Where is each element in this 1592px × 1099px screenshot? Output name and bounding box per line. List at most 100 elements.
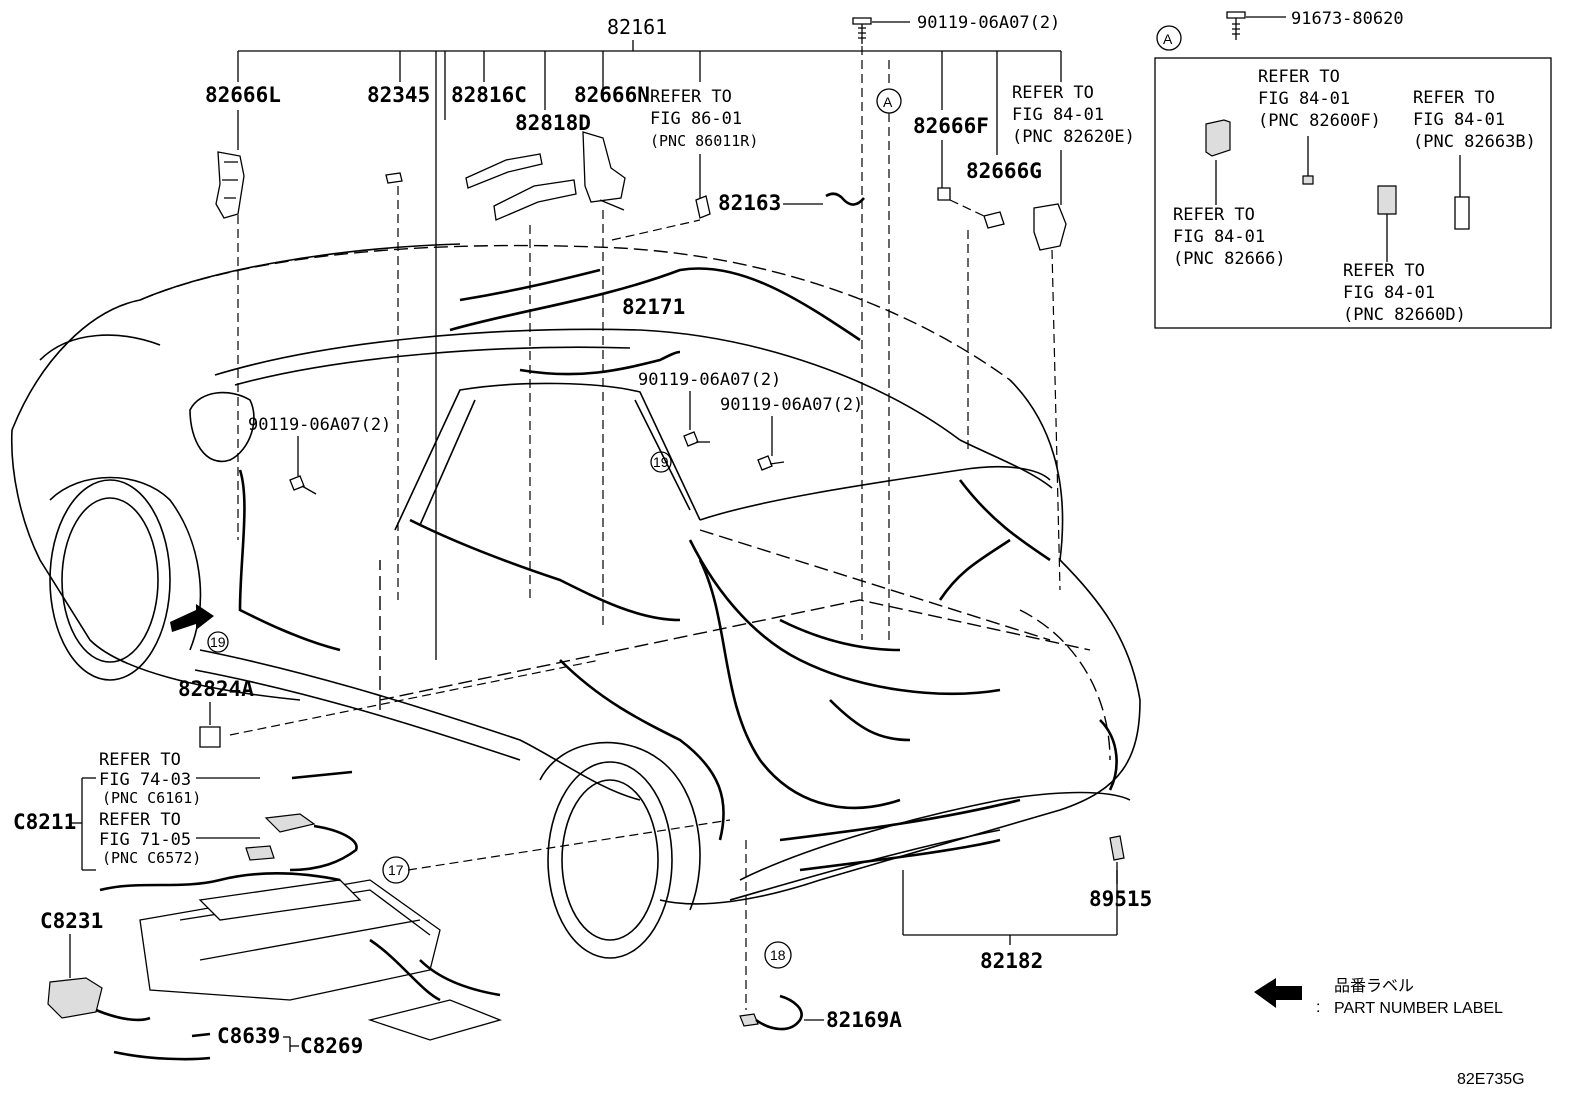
screw-91673-label: 91673-80620 xyxy=(1291,9,1404,29)
legend-colon: : xyxy=(1316,999,1320,1016)
bracket-82620e-icon xyxy=(1033,203,1067,251)
part-82666g-label: 82666G xyxy=(966,159,1042,183)
part-label-arrow-icon xyxy=(170,604,214,632)
bolt-90119-c-label: 90119-06A07(2) xyxy=(720,395,863,415)
wire-harness-82161 xyxy=(238,267,1118,872)
callout-19a-label: 19 xyxy=(653,454,669,470)
part-c8231-label: C8231 xyxy=(40,909,103,933)
connector-block-icon xyxy=(1377,185,1397,215)
legend-arrow-icon xyxy=(1254,978,1302,1008)
inset-ref-82666-line3: (PNC 82666) xyxy=(1173,249,1286,269)
screw-icon xyxy=(1226,11,1246,40)
vehicle-body-outline xyxy=(10,243,1141,959)
inset-ref-82600f-line2: FIG 84-01 xyxy=(1258,89,1350,109)
bolt-icon xyxy=(289,475,317,495)
callout-18-circle xyxy=(764,941,792,969)
clip-82824a-icon xyxy=(199,726,221,748)
harness-82163-icon xyxy=(825,192,865,206)
inset-panel: A 91673-80620 REFER TO FIG 84-01 (PNC 82… xyxy=(1154,9,1552,329)
figure-code-label: 82E735G xyxy=(1457,1071,1525,1088)
connector-c6572-icon xyxy=(245,845,275,861)
callout-17-circle xyxy=(382,856,410,884)
bolt-90119-a-label: 90119-06A07(2) xyxy=(248,415,391,435)
inset-ref-82666-line2: FIG 84-01 xyxy=(1173,227,1265,247)
blank-plate-icon xyxy=(1454,196,1470,230)
part-c8211-label: C8211 xyxy=(13,810,76,834)
inset-ref-82663b-line3: (PNC 82663B) xyxy=(1413,132,1536,152)
cable-c6572-icon xyxy=(289,824,358,872)
cable-c8639-icon xyxy=(191,1032,211,1038)
relay-block-icon xyxy=(1205,119,1231,157)
ref-86-01-line2: FIG 86-01 xyxy=(650,109,742,129)
bolt-90119-top-label: 90119-06A07(2) xyxy=(917,13,1060,33)
ref-71-05-line1: REFER TO xyxy=(99,810,181,830)
part-c8269-label: C8269 xyxy=(300,1034,363,1058)
callout-18-label: 18 xyxy=(770,947,786,963)
part-82169a-label: 82169A xyxy=(826,1008,902,1032)
inset-ref-82600f-line3: (PNC 82600F) xyxy=(1258,111,1381,131)
leader-dashes xyxy=(229,186,1061,1010)
underfloor-harness-assembly-icon xyxy=(99,871,503,1041)
clip-86011r-icon xyxy=(695,195,711,219)
ref-74-03-line1: REFER TO xyxy=(99,750,181,770)
inset-ref-82660d-line1: REFER TO xyxy=(1343,261,1425,281)
ref-71-05-line3: (PNC C6572) xyxy=(102,849,201,867)
part-c8639-label: C8639 xyxy=(217,1024,280,1048)
bolt-icon xyxy=(852,17,872,44)
connector-82169a-icon xyxy=(739,1013,759,1027)
cable-c8269-icon xyxy=(113,1050,211,1061)
part-82182-label: 82182 xyxy=(980,949,1043,973)
inset-marker-label: A xyxy=(1163,31,1173,47)
bracket-82818d-icon xyxy=(493,179,577,221)
clip-82345-icon xyxy=(385,172,403,184)
legend-japanese-label: 品番ラベル xyxy=(1334,977,1414,995)
clip-89515-icon xyxy=(1109,835,1125,861)
sensor-c6572-icon xyxy=(264,813,316,833)
part-82161-label: 82161 xyxy=(607,15,667,39)
bolt-90119-b-label: 90119-06A07(2) xyxy=(638,370,781,390)
bracket-82666l-icon xyxy=(215,151,245,219)
ref-74-03-line3: (PNC C6161) xyxy=(102,789,201,807)
part-82824a-label: 82824A xyxy=(178,677,254,701)
part-82816c-label: 82816C xyxy=(451,83,527,107)
ref-84-01-82620e-line1: REFER TO xyxy=(1012,83,1094,103)
clip-82666g-icon xyxy=(983,211,1005,229)
part-82666f-label: 82666F xyxy=(913,114,989,138)
ref-84-01-82620e-line3: (PNC 82620E) xyxy=(1012,127,1135,147)
callout-19-circle xyxy=(207,631,229,653)
inset-ref-82660d-line2: FIG 84-01 xyxy=(1343,283,1435,303)
cable-82169a-icon xyxy=(755,994,803,1031)
marker-a-label: A xyxy=(883,94,893,110)
inset-ref-82663b-line1: REFER TO xyxy=(1413,88,1495,108)
ref-84-01-82620e-line2: FIG 84-01 xyxy=(1012,105,1104,125)
inset-ref-82666-line1: REFER TO xyxy=(1173,205,1255,225)
part-82163-label: 82163 xyxy=(718,191,781,215)
small-clip-icon xyxy=(1302,175,1314,185)
inset-ref-82660d-line3: (PNC 82660D) xyxy=(1343,305,1466,325)
ref-74-03-line2: FIG 74-03 xyxy=(99,770,191,790)
connector-82666n-icon xyxy=(582,131,626,211)
part-89515-label: 89515 xyxy=(1089,887,1152,911)
ref-86-01-line3: (PNC 86011R) xyxy=(650,132,758,150)
part-82818d-label: 82818D xyxy=(515,111,591,135)
cable-c8231-icon xyxy=(95,1008,151,1022)
ref-86-01-line1: REFER TO xyxy=(650,87,732,107)
bracket-82816c-icon xyxy=(465,153,543,189)
bolt-icon xyxy=(757,455,785,471)
clip-82666f-icon xyxy=(937,187,951,201)
part-82345-label: 82345 xyxy=(367,83,430,107)
inset-ref-82600f-line1: REFER TO xyxy=(1258,67,1340,87)
part-82666n-label: 82666N xyxy=(574,83,650,107)
bolt-icon xyxy=(683,431,710,447)
bracket-82161 xyxy=(237,40,1062,660)
inset-ref-82663b-line2: FIG 84-01 xyxy=(1413,110,1505,130)
callout-19b-label: 19 xyxy=(210,634,226,650)
callout-19-circle xyxy=(650,451,672,473)
sensor-c8231-icon xyxy=(47,977,103,1019)
part-82666l-label: 82666L xyxy=(205,83,281,107)
part-82171-label: 82171 xyxy=(622,295,685,319)
ref-71-05-line2: FIG 71-05 xyxy=(99,830,191,850)
cable-c6161-icon xyxy=(291,770,353,780)
callout-17-label: 17 xyxy=(388,862,404,878)
